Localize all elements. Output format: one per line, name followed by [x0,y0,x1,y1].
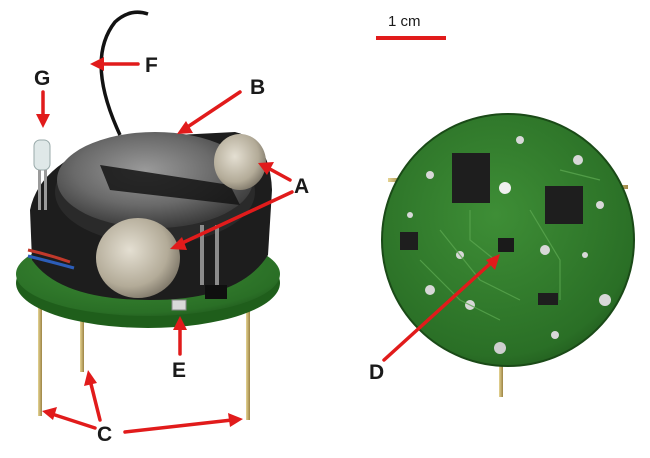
pcb-bottom-view [381,113,635,397]
connector [205,285,227,299]
scale-bar [376,36,446,40]
label-a: A [294,175,310,198]
chip-lower [538,293,558,305]
label-b: B [250,76,266,99]
arrow-e [173,316,187,356]
arrow-c-left [42,407,97,430]
label-f: F [145,54,158,77]
side-pin-left [388,178,402,182]
chip-left-small [400,232,418,250]
led [33,139,51,210]
battery-clip [100,165,240,205]
leg-left [38,278,42,416]
vibration-motor-top [214,134,266,190]
label-c: C [97,423,113,446]
arrow-a-top [258,162,292,182]
light-sensor [171,299,187,311]
arrow-f [90,57,140,71]
chip-mid-small [498,238,514,252]
label-g: G [34,67,51,90]
arrow-d [382,254,500,362]
wire-blue [27,254,75,270]
chip-top [452,153,490,203]
label-e: E [172,359,187,382]
standoff-pin-1 [200,225,204,285]
wire-red [27,248,71,264]
bottom-pin [499,355,503,397]
leg-right [246,300,250,420]
arrow-g [36,90,50,128]
arrow-b [177,90,242,134]
vibration-motor-front [96,218,180,298]
standoff-pin-2 [215,225,219,285]
leg-middle [80,290,84,372]
label-d: D [369,361,385,384]
arrow-a-front [170,190,294,250]
chip-right [545,186,583,224]
arrow-c-right [123,413,243,434]
arrow-c-middle [84,370,102,422]
scale-bar-label: 1 cm [388,13,421,30]
robot-side-view [16,10,280,420]
antenna-wire [99,10,149,136]
